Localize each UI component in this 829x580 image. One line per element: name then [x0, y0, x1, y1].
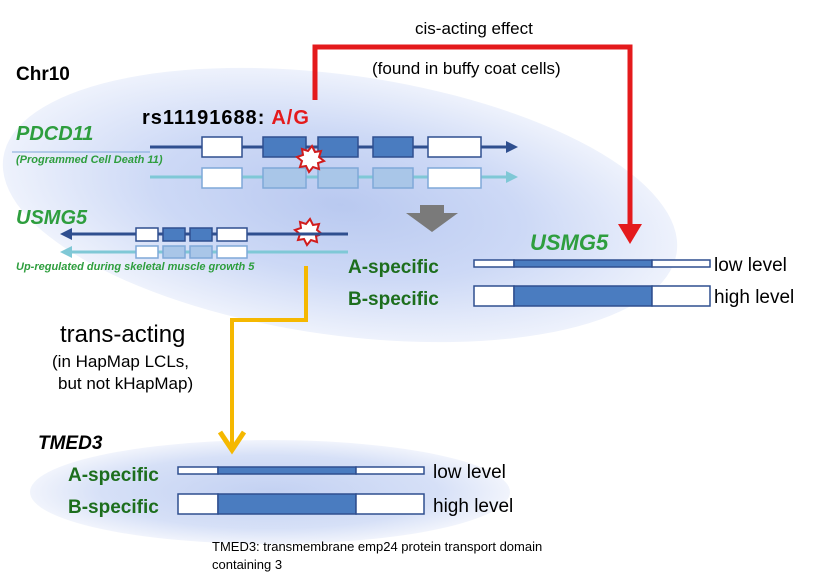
pdcd11-alt-exon-4: [372, 167, 414, 189]
trans-acting-note-2: but not kHapMap): [58, 374, 193, 393]
footnote-line-1: TMED3: transmembrane emp24 protein trans…: [212, 539, 542, 554]
snp-label: rs11191688:A/G: [142, 107, 310, 129]
usmg5-row-a-level: low level: [714, 255, 787, 276]
pdcd11-exon-5: [427, 136, 482, 158]
usmg5-bar-a-left: [473, 259, 515, 268]
usmg5-bar-b-middle: [513, 285, 653, 307]
usmg5-transcript-1-arrowhead: [60, 228, 72, 240]
usmg5-alt-exon-3: [189, 245, 213, 259]
cis-acting-arrow: [312, 44, 633, 228]
snp-burst-usmg5-icon: [292, 217, 325, 247]
pdcd11-alt-exon-5: [427, 167, 482, 189]
result-arrow-icon: [406, 205, 458, 232]
footnote-line-2: containing 3: [212, 557, 282, 572]
tmed3-bar-b-middle: [217, 493, 357, 515]
tmed3-row-b-allele: B-specific: [68, 497, 159, 518]
tmed3-region-background: [30, 440, 510, 544]
usmg5-exon-1: [135, 227, 159, 242]
usmg5-bar-b-left: [473, 285, 515, 307]
tmed3-expression-label: TMED3: [38, 433, 103, 454]
pdcd11-exon-4: [372, 136, 414, 158]
usmg5-exon-2: [162, 227, 186, 242]
pdcd11-alt-exon-3: [317, 167, 359, 189]
usmg5-alt-exon-4: [216, 245, 248, 259]
pdcd11-full-name: (Programmed Cell Death 11): [16, 154, 163, 166]
pdcd11-transcript-1-arrowhead: [506, 141, 518, 153]
trans-acting-arrow: [230, 266, 308, 446]
usmg5-transcript-2-arrowhead: [60, 246, 72, 258]
usmg5-row-a-allele: A-specific: [348, 257, 439, 278]
tmed3-bar-b-right: [355, 493, 425, 515]
cis-acting-title: cis-acting effect: [415, 19, 533, 38]
pdcd11-alt-exon-1: [201, 167, 243, 189]
cis-acting-arrowhead: [618, 224, 642, 244]
usmg5-alt-exon-1: [135, 245, 159, 259]
tmed3-bar-a-middle: [217, 466, 357, 475]
pdcd11-exon-2: [262, 136, 307, 158]
pdcd11-alt-exon-2: [262, 167, 307, 189]
tmed3-row-a-level: low level: [433, 462, 506, 483]
usmg5-exon-4: [216, 227, 248, 242]
snp-alleles: A/G: [271, 107, 310, 129]
pdcd11-exon-3: [317, 136, 359, 158]
usmg5-bar-b-right: [651, 285, 711, 307]
tmed3-bar-a-left: [177, 466, 219, 475]
usmg5-symbol: USMG5: [16, 207, 88, 229]
tmed3-row-a-allele: A-specific: [68, 465, 159, 486]
usmg5-exon-3: [189, 227, 213, 242]
chromosome-label: Chr10: [16, 64, 70, 85]
pdcd11-exon-1: [201, 136, 243, 158]
snp-id: rs11191688: [142, 107, 258, 129]
trans-acting-note-1: (in HapMap LCLs,: [52, 352, 189, 371]
usmg5-row-b-allele: B-specific: [348, 289, 439, 310]
usmg5-bar-a-middle: [513, 259, 653, 268]
cis-acting-note: (found in buffy coat cells): [372, 59, 561, 78]
usmg5-full-name: Up-regulated during skeletal muscle grow…: [16, 261, 255, 273]
snp-burst-pdcd11-icon: [294, 144, 327, 174]
pdcd11-transcript-2-arrowhead: [506, 171, 518, 183]
pdcd11-symbol: PDCD11: [16, 123, 93, 145]
tmed3-bar-b-left: [177, 493, 219, 515]
tmed3-bar-a-right: [355, 466, 425, 475]
usmg5-expression-label: USMG5: [530, 230, 609, 255]
usmg5-row-b-level: high level: [714, 287, 794, 308]
usmg5-bar-a-right: [651, 259, 711, 268]
tmed3-row-b-level: high level: [433, 496, 513, 517]
chromosome-region-background: [2, 67, 678, 343]
usmg5-alt-exon-2: [162, 245, 186, 259]
snp-separator: :: [258, 107, 266, 129]
trans-acting-title: trans-acting: [60, 321, 185, 348]
trans-acting-arrowhead: [217, 430, 247, 455]
